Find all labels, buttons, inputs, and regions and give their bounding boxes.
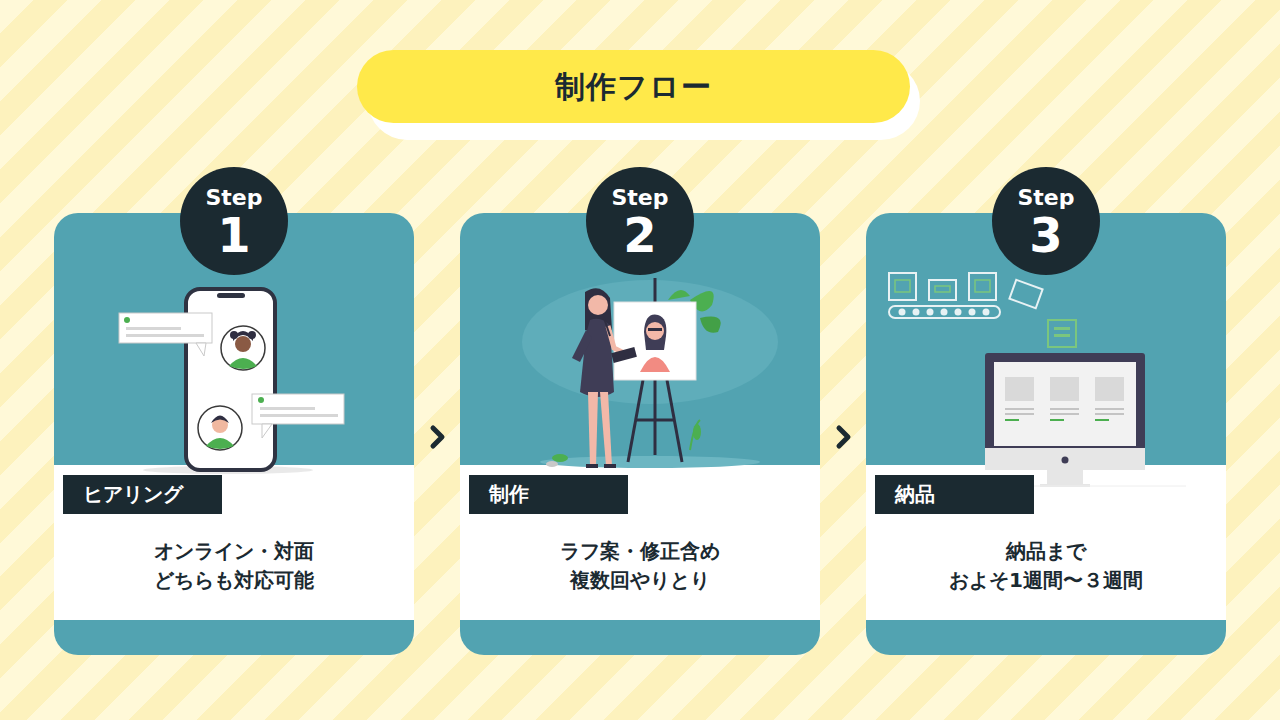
step-number: 3 — [1029, 211, 1062, 259]
monitor-illustration — [889, 273, 1186, 487]
step-title: 制作 — [489, 481, 529, 508]
step-card: オンライン・対面 どちらも対応可能Step1ヒアリング — [54, 213, 414, 655]
step-description: ラフ案・修正含め 複数回やりとり — [534, 537, 746, 595]
title-pill: 制作フロー — [357, 50, 910, 123]
step-body: ラフ案・修正含め 複数回やりとり — [460, 537, 820, 595]
step-card: ラフ案・修正含め 複数回やりとりStep2制作 — [460, 213, 820, 655]
card-ground — [460, 213, 820, 655]
step-card: 納品まで およそ1週間〜３週間Step3納品 — [866, 213, 1226, 655]
step-body: オンライン・対面 どちらも対応可能 — [54, 537, 414, 595]
step-title: 納品 — [895, 481, 935, 508]
step-description: オンライン・対面 どちらも対応可能 — [128, 537, 340, 595]
step-word: Step — [1017, 187, 1074, 209]
step-description: 納品まで およそ1週間〜３週間 — [940, 537, 1152, 595]
step-label: 納品 — [875, 475, 1034, 514]
step-label: ヒアリング — [63, 475, 222, 514]
step-arrow — [820, 428, 866, 446]
step-number: 2 — [623, 211, 656, 259]
step-word: Step — [611, 187, 668, 209]
phone-illustration — [119, 289, 344, 474]
step-label: 制作 — [469, 475, 628, 514]
step-word: Step — [205, 187, 262, 209]
step-number: 1 — [217, 211, 250, 259]
step-arrow — [414, 428, 460, 446]
step-badge: Step2 — [586, 167, 694, 275]
step-badge: Step1 — [180, 167, 288, 275]
card-ground — [54, 213, 414, 655]
card-ground — [866, 213, 1226, 655]
step-badge: Step3 — [992, 167, 1100, 275]
painter-illustration — [522, 278, 778, 468]
step-title: ヒアリング — [83, 481, 183, 508]
step-body: 納品まで およそ1週間〜３週間 — [866, 537, 1226, 595]
